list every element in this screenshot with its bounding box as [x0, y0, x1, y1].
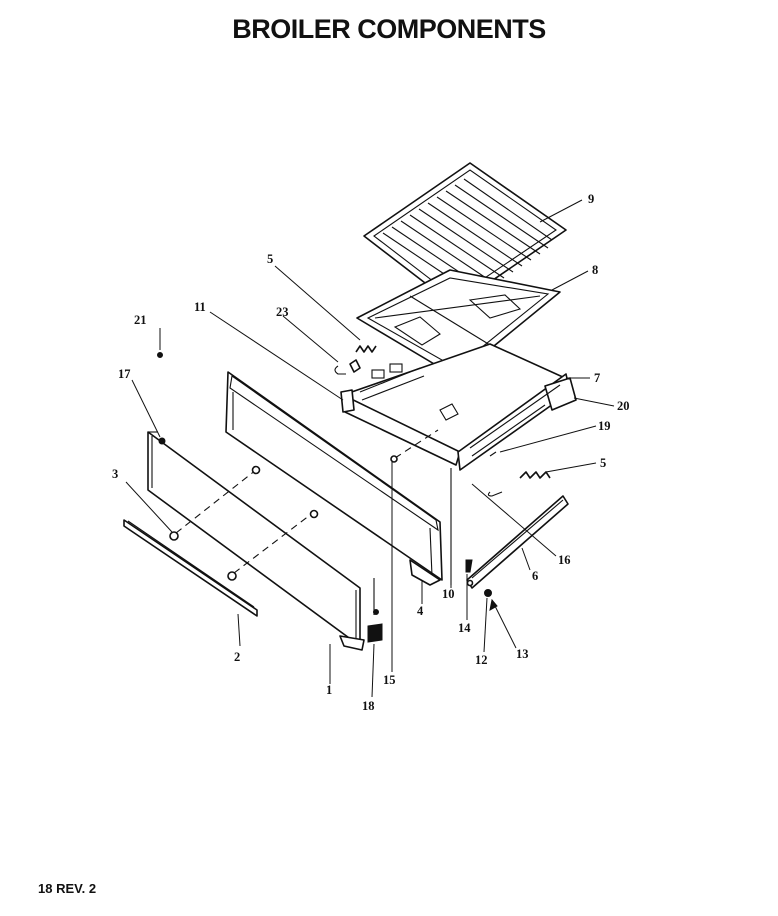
handle-part-2: [123, 519, 258, 617]
revision-footer: 18 REV. 2: [38, 881, 97, 896]
callout-11: 11: [194, 300, 206, 314]
callout-8: 8: [592, 263, 598, 277]
pin-part-19: [489, 451, 497, 457]
screw-part-15: [390, 455, 398, 463]
inner-panel-part-4: [225, 371, 443, 586]
screw-upper: [251, 465, 261, 475]
spring-part-5-right: [487, 471, 551, 497]
bracket-part-11: [340, 389, 355, 413]
callout-5-upper: 5: [267, 252, 273, 266]
assembly-line-upper: [175, 469, 257, 534]
assembly-line-lower: [233, 511, 315, 574]
callout-18: 18: [362, 699, 375, 713]
callout-17: 17: [118, 367, 131, 381]
callout-23: 23: [276, 305, 289, 319]
spring-part-5-upper: [355, 345, 377, 353]
callout-7: 7: [594, 371, 600, 385]
callout-16: 16: [558, 553, 571, 567]
callout-14: 14: [458, 621, 471, 635]
callout-13: 13: [516, 647, 529, 661]
callout-5-right: 5: [600, 456, 606, 470]
callout-19: 19: [598, 419, 611, 433]
callout-21: 21: [134, 313, 147, 327]
callout-10: 10: [442, 587, 455, 601]
broiler-drawer-body-part-7: [342, 343, 577, 471]
screw-part-21: [157, 352, 163, 358]
slide-rail-part-6: [466, 495, 569, 589]
broiler-grid-part-9: [363, 162, 567, 307]
clip-part-18: [367, 623, 383, 643]
screw-lower: [309, 509, 319, 519]
callout-12: 12: [475, 653, 488, 667]
broiler-pan-part-8: [356, 269, 561, 378]
assembly-line-15: [394, 429, 439, 459]
callout-20: 20: [617, 399, 630, 413]
diagram-title: BROILER COMPONENTS: [232, 14, 546, 44]
front-panel-part-1: [147, 431, 365, 651]
callout-2: 2: [234, 650, 240, 664]
callout-9: 9: [588, 192, 594, 206]
nut-part-12: [484, 589, 492, 597]
leader-lines: [125, 199, 615, 698]
callout-1: 1: [326, 683, 332, 697]
clip-part-14: [465, 559, 473, 573]
callout-4: 4: [417, 604, 424, 618]
callout-15: 15: [383, 673, 396, 687]
callout-3: 3: [112, 467, 118, 481]
callout-6: 6: [532, 569, 538, 583]
hook-part-23: [334, 365, 346, 375]
